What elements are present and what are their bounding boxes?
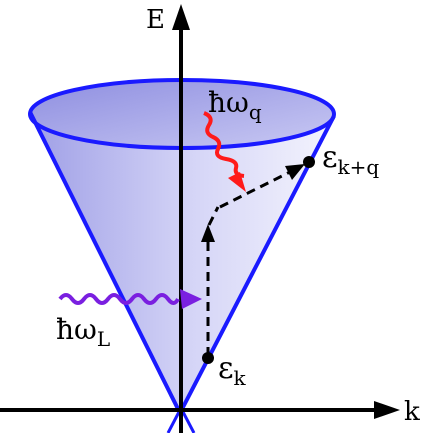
laser-energy-sub: L bbox=[97, 327, 110, 351]
phonon-energy-label: ħωq bbox=[208, 86, 262, 124]
phonon-scattering-path-2 bbox=[219, 170, 291, 209]
phonon-energy-sub: q bbox=[249, 100, 262, 124]
cone-left-edge bbox=[28, 111, 182, 414]
energy-axis-label: E bbox=[146, 5, 165, 35]
phonon-scattering-arrowhead bbox=[285, 164, 305, 180]
final-state-label: εk+q bbox=[322, 140, 379, 179]
laser-energy-main: ħω bbox=[56, 313, 97, 346]
final-state-dot bbox=[303, 156, 315, 168]
energy-axis-arrowhead bbox=[172, 4, 190, 30]
momentum-axis-label: k bbox=[404, 397, 420, 427]
initial-state-label: εk bbox=[218, 351, 247, 390]
final-state-main: ε bbox=[322, 140, 338, 175]
lower-cone-right bbox=[180, 409, 196, 433]
phonon-energy-main: ħω bbox=[208, 86, 249, 119]
laser-energy-label: ħωL bbox=[56, 313, 110, 351]
initial-state-dot bbox=[202, 352, 214, 364]
laser-wave-arrowhead bbox=[180, 289, 202, 309]
laser-wave bbox=[58, 293, 180, 305]
initial-state-sub: k bbox=[234, 366, 247, 390]
optical-transition-arrowhead bbox=[201, 224, 215, 242]
phonon-wave-arrowhead bbox=[228, 172, 246, 192]
initial-state-main: ε bbox=[218, 351, 234, 386]
phonon-scattering-path-1 bbox=[207, 206, 220, 226]
final-state-sub: k+q bbox=[338, 155, 380, 179]
phonon-wave bbox=[203, 111, 245, 178]
momentum-axis-arrowhead bbox=[374, 401, 400, 419]
lower-cone-left bbox=[166, 409, 182, 433]
